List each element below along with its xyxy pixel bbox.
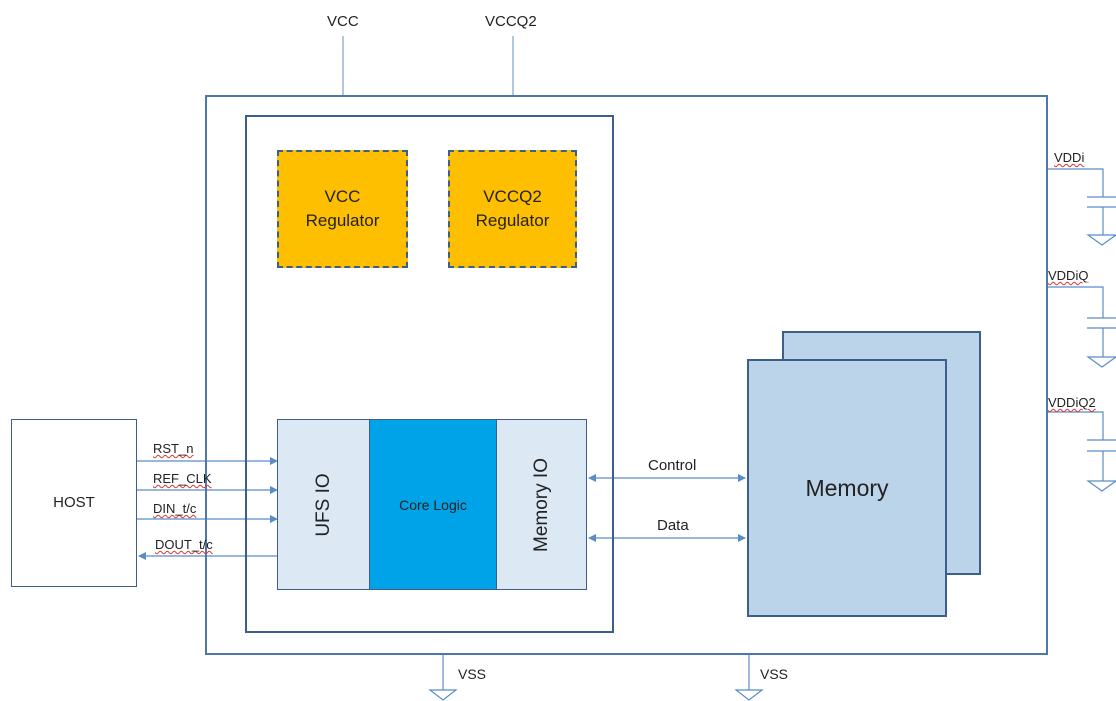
signal-dout: DOUT_t/c	[155, 537, 213, 552]
pin-vddiq2-label: VDDiQ2	[1048, 395, 1096, 410]
signal-ref-clk: REF_CLK	[153, 471, 212, 486]
memory-label: Memory	[805, 474, 889, 501]
memory-block: Memory	[747, 359, 947, 617]
vccq2-regulator: VCCQ2 Regulator	[448, 150, 577, 268]
vss-left-ground	[428, 655, 458, 701]
control-bus-label: Control	[648, 457, 697, 474]
ufs-io-block: UFS IO	[277, 419, 370, 590]
core-logic-block: Core Logic	[370, 419, 496, 590]
vcc-regulator-line2: Regulator	[305, 211, 380, 230]
ufs-io-label: UFS IO	[312, 472, 334, 537]
vcc-regulator-line1: VCC	[324, 187, 361, 206]
core-logic-label: Core Logic	[399, 496, 467, 513]
memory-io-label: Memory IO	[530, 457, 552, 552]
data-bus-label: Data	[657, 517, 689, 534]
vcc-regulator: VCC Regulator	[277, 150, 408, 268]
pin-vddiq-label: VDDiQ	[1048, 268, 1089, 283]
signal-din: DIN_t/c	[153, 501, 197, 516]
vss-right-label: VSS	[760, 666, 789, 682]
vddiq2-capacitor	[1048, 411, 1116, 492]
vddi-capacitor	[1048, 168, 1116, 246]
vccq2-regulator-line2: Regulator	[475, 211, 550, 230]
vss-left-label: VSS	[458, 666, 487, 682]
memory-io-block: Memory IO	[496, 419, 587, 590]
controller-boundary	[245, 115, 614, 633]
signal-rst-n: RST_n	[153, 441, 194, 456]
host-label: HOST	[53, 494, 95, 511]
ufs-device-boundary	[205, 95, 1048, 655]
vddiq-capacitor	[1048, 286, 1116, 368]
vcc-supply-label: VCC	[327, 13, 359, 30]
vccq2-regulator-line1: VCCQ2	[483, 187, 542, 206]
host-block: HOST	[11, 419, 137, 587]
vccq2-supply-label: VCCQ2	[485, 13, 537, 30]
vss-right-ground	[734, 655, 764, 701]
pin-vddi-label: VDDi	[1054, 150, 1085, 165]
